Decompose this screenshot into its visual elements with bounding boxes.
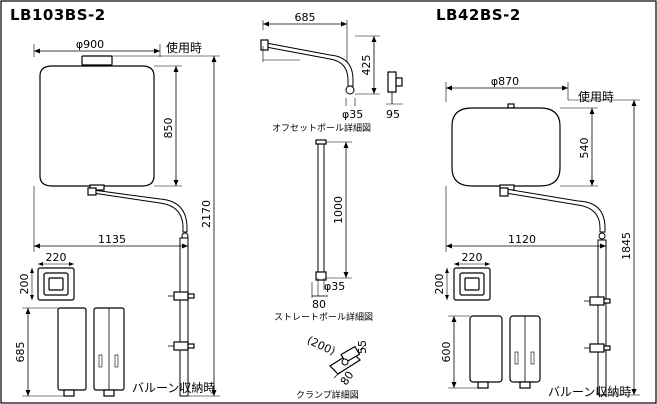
offset-pole-caption: オフセットポール詳細図 bbox=[272, 122, 371, 134]
right-width-1120: 1120 bbox=[508, 233, 536, 246]
right-stowed-side bbox=[509, 315, 541, 389]
right-diagram: LB42BS-2 φ870 使用時 540 bbox=[433, 6, 640, 399]
right-box-width: 220 bbox=[462, 251, 483, 264]
right-stowed-height: 600 bbox=[440, 342, 453, 363]
clamp-caption: クランプ詳細図 bbox=[296, 389, 359, 401]
left-stowed-height: 685 bbox=[14, 342, 27, 363]
right-pole bbox=[597, 239, 607, 396]
left-offset-arm bbox=[92, 189, 188, 233]
right-model-title: LB42BS-2 bbox=[436, 6, 521, 24]
straight-pole bbox=[317, 141, 325, 279]
left-box-height: 200 bbox=[18, 274, 31, 295]
left-in-use-label: 使用時 bbox=[166, 40, 202, 55]
left-pole bbox=[179, 237, 189, 397]
offset-height-425: 425 bbox=[360, 55, 373, 76]
right-clamp-upper bbox=[584, 296, 611, 306]
straight-diameter-label: φ35 bbox=[324, 280, 345, 293]
right-stowed-label: バルーン収納時 bbox=[548, 385, 631, 399]
left-model-title: LB103BS-2 bbox=[10, 6, 106, 24]
offset-pole-arm bbox=[265, 42, 354, 87]
left-control-box-icon bbox=[37, 267, 75, 301]
center-details: 685 425 φ35 95 オフセットポール詳細図 1000 bbox=[260, 11, 403, 401]
clamp-dim-55: 55 bbox=[356, 340, 369, 354]
offset-side-95: 95 bbox=[386, 108, 400, 121]
offset-side-view bbox=[387, 71, 403, 104]
left-diameter-label: φ900 bbox=[76, 38, 104, 51]
right-box-height: 200 bbox=[433, 274, 446, 295]
right-stowed-front bbox=[469, 315, 503, 389]
left-clamp-lower bbox=[168, 341, 195, 351]
straight-base-80: 80 bbox=[312, 298, 326, 311]
left-width-1135: 1135 bbox=[98, 233, 126, 246]
offset-width-685: 685 bbox=[295, 11, 316, 24]
left-height-2170: 2170 bbox=[200, 200, 213, 228]
left-height-850: 850 bbox=[162, 118, 175, 139]
right-height-540: 540 bbox=[578, 138, 591, 159]
left-balloon-cap bbox=[81, 55, 113, 66]
left-stowed-label: バルーン収納時 bbox=[132, 381, 215, 395]
clamp-dim-200: (200) bbox=[305, 334, 337, 358]
left-diagram: LB103BS-2 φ900 使用時 bbox=[10, 6, 220, 397]
right-control-box-icon bbox=[453, 267, 491, 301]
left-stowed-front bbox=[57, 307, 87, 397]
right-diameter-label: φ870 bbox=[491, 75, 519, 88]
left-stowed-side bbox=[93, 307, 125, 397]
right-height-1845: 1845 bbox=[620, 232, 633, 260]
left-clamp-upper bbox=[168, 291, 195, 301]
right-offset-arm bbox=[505, 188, 606, 233]
left-box-width: 220 bbox=[46, 251, 67, 264]
offset-diameter-label: φ35 bbox=[342, 108, 363, 121]
left-balloon-body bbox=[39, 65, 155, 187]
straight-pole-caption: ストレートポール詳細図 bbox=[274, 311, 373, 323]
right-clamp-lower bbox=[584, 343, 611, 353]
clamp-icon bbox=[329, 345, 361, 379]
right-in-use-label: 使用時 bbox=[578, 89, 614, 104]
straight-height-1000: 1000 bbox=[332, 196, 345, 224]
right-balloon-body bbox=[451, 107, 561, 187]
